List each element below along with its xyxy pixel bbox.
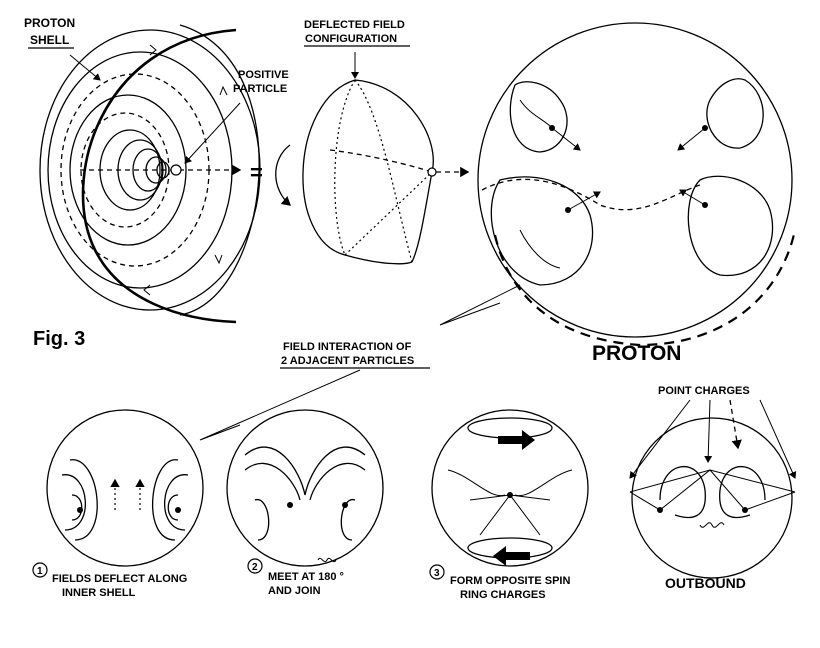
step-3-sphere — [431, 409, 589, 567]
rotation-arrow-icon — [275, 144, 291, 206]
ring-arrow-right-icon — [498, 430, 535, 450]
proton-shell-label-line2: SHELL — [30, 33, 69, 47]
proton-shell-inner-arc — [179, 24, 260, 316]
step-2-caption: 2 MEET AT 180 ° AND JOIN — [247, 558, 344, 597]
outbound-label: OUTBOUND — [665, 575, 746, 591]
step-3-line1: FORM OPPOSITE SPIN — [450, 575, 570, 587]
step-3-caption: 3 FORM OPPOSITE SPIN RING CHARGES — [429, 564, 570, 601]
step-1-line1: FIELDS DEFLECT ALONG — [52, 573, 187, 585]
step-3-number: 3 — [434, 568, 440, 579]
positive-particle-dot — [170, 164, 182, 176]
equals-sign: = — [250, 160, 263, 185]
field-interaction-label-line2: 2 ADJACENT PARTICLES — [281, 355, 414, 367]
step-1-line2: INNER SHELL — [62, 587, 136, 599]
proton-sphere — [477, 22, 797, 347]
step-1-number: 1 — [37, 566, 43, 577]
field-interaction-label-line1: FIELD INTERACTION OF — [283, 341, 412, 353]
ring-arrow-left-icon — [493, 546, 530, 566]
positive-particle-label-line2: PARTICLE — [233, 83, 287, 95]
proton-sphere-dashed-rim — [493, 229, 797, 347]
deflected-field-configuration — [302, 52, 470, 265]
deflected-field-label-line2: CONFIGURATION — [305, 33, 397, 45]
step-1-sphere — [46, 409, 204, 567]
proton-shell-outer-arc — [81, 28, 237, 324]
step-2-line1: MEET AT 180 ° — [268, 571, 344, 583]
point-charges-label: POINT CHARGES — [658, 385, 750, 397]
step-2-line2: AND JOIN — [268, 585, 321, 597]
proton-shell-label-line1: PROTON — [24, 16, 75, 30]
step-2-number: 2 — [252, 562, 258, 573]
step-2-sphere — [226, 409, 384, 567]
deflected-field-label-line1: DEFLECTED FIELD — [304, 19, 405, 31]
proton-shell-pointer — [69, 54, 101, 81]
proton-shell-cross-section — [39, 24, 261, 324]
step-1-caption: 1 FIELDS DEFLECT ALONG INNER SHELL — [32, 562, 187, 599]
step-3-line2: RING CHARGES — [460, 589, 546, 601]
callout-wedge — [439, 284, 521, 326]
figure-label: Fig. 3 — [33, 328, 85, 350]
proton-label: PROTON — [592, 342, 681, 365]
positive-particle-pointer — [184, 102, 241, 164]
outbound-sphere — [629, 399, 797, 579]
positive-particle-label-line1: POSITIVE — [238, 69, 289, 81]
field-interaction-wedge — [199, 369, 361, 441]
